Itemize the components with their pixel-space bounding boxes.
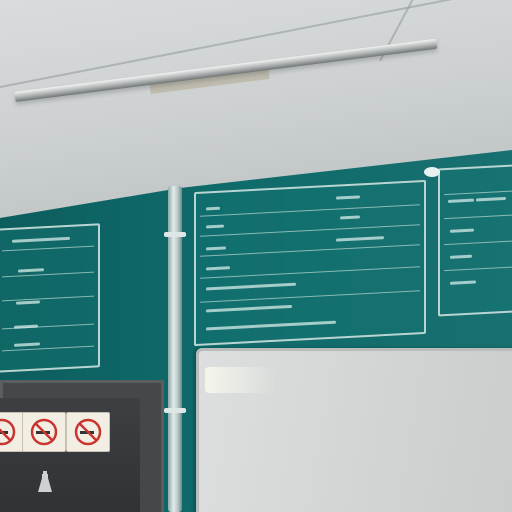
board-rule	[444, 265, 512, 272]
notice-board-right	[438, 163, 512, 317]
board-rule	[2, 295, 94, 302]
handwriting-scribble	[206, 224, 224, 229]
no-smoking-icon	[0, 418, 16, 446]
handwriting-scribble	[206, 282, 296, 291]
whiteboard-glare	[205, 367, 275, 393]
board-rule	[200, 290, 420, 303]
board-rule	[444, 239, 512, 246]
handwriting-scribble	[476, 196, 506, 202]
board-rule	[444, 213, 512, 220]
handwriting-scribble	[206, 246, 226, 251]
board-rule	[444, 189, 512, 196]
notice-board-left	[0, 223, 100, 373]
no-smoking-icon	[74, 418, 102, 446]
no-smoking-sign	[0, 412, 24, 452]
pipe-clamp	[164, 232, 186, 237]
handwriting-scribble	[336, 236, 384, 242]
notice-board-center	[194, 179, 426, 347]
handwriting-scribble	[14, 324, 38, 329]
handwriting-scribble	[206, 320, 336, 331]
handwriting-scribble	[206, 206, 220, 211]
whiteboard	[196, 348, 512, 512]
handwriting-scribble	[450, 280, 476, 285]
no-smoking-icon	[30, 418, 58, 446]
handwriting-scribble	[450, 228, 474, 233]
handwriting-scribble	[448, 198, 474, 203]
handwriting-scribble	[206, 266, 230, 271]
no-smoking-sign	[66, 412, 110, 452]
fire-extinguisher-icon	[38, 471, 52, 492]
board-rule	[2, 245, 94, 252]
handwriting-scribble	[18, 268, 44, 273]
handwriting-scribble	[12, 236, 70, 243]
pipe-clamp	[164, 408, 186, 413]
handwriting-scribble	[16, 300, 40, 305]
board-rule	[2, 271, 94, 278]
wall-pipe	[168, 186, 182, 512]
board-rule	[200, 204, 420, 217]
board-pin	[424, 167, 440, 177]
handwriting-scribble	[206, 304, 292, 313]
handwriting-scribble	[336, 195, 360, 200]
handwriting-scribble	[450, 254, 472, 259]
no-smoking-sign	[22, 412, 66, 452]
board-rule	[200, 244, 420, 257]
board-rule	[200, 224, 420, 237]
handwriting-scribble	[14, 342, 40, 347]
handwriting-scribble	[340, 215, 360, 220]
board-rule	[200, 266, 420, 279]
